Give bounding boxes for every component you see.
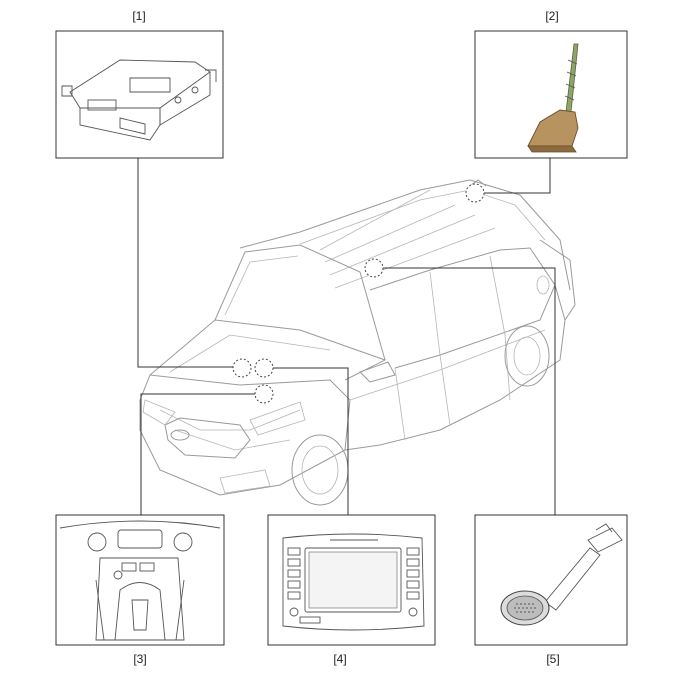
leader-line-4	[271, 367, 349, 515]
callout-box-1	[55, 30, 224, 159]
center-console-illustration	[59, 520, 221, 641]
hotspot-5	[364, 258, 384, 278]
hotspot-3	[254, 384, 274, 404]
callout-label-3: [3]	[133, 652, 147, 666]
callout-label-2: [2]	[545, 9, 559, 23]
leader-line-1	[137, 158, 234, 368]
leader-line-2	[484, 158, 551, 194]
callout-label-1: [1]	[132, 9, 146, 23]
suv-vehicle-illustration	[139, 179, 576, 506]
hotspot-1	[232, 358, 252, 378]
hotspot-4	[254, 358, 274, 378]
callout-box-5	[474, 514, 628, 646]
receiver-module-illustration	[61, 59, 217, 141]
microphone-illustration	[500, 523, 623, 626]
leader-line-5	[383, 267, 556, 515]
callout-label-4: [4]	[333, 652, 347, 666]
leader-line-3	[140, 393, 255, 515]
callout-box-3	[55, 514, 225, 646]
roof-antenna-illustration	[527, 43, 579, 153]
hotspot-2	[465, 183, 485, 203]
callout-label-5: [5]	[546, 652, 560, 666]
av-head-unit-illustration	[282, 533, 425, 631]
